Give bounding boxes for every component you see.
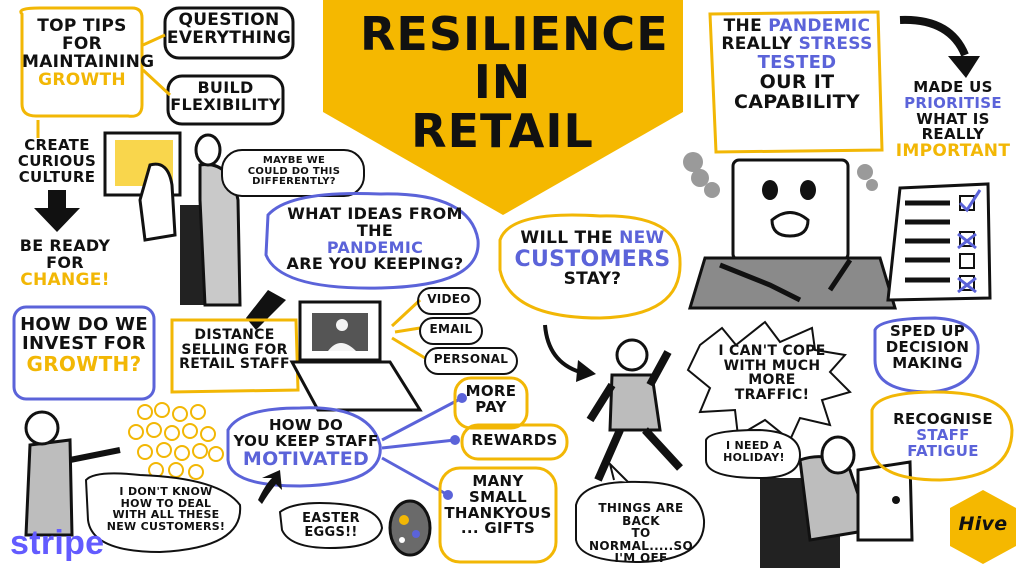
hive-logo-shape bbox=[950, 490, 1016, 564]
more-pay-bubble bbox=[453, 376, 529, 430]
prioritise-important: IMPORTANT bbox=[895, 141, 1011, 161]
pandemic-stress-line1: THE PANDEMIC bbox=[723, 16, 871, 36]
hive-logo: Hive bbox=[958, 513, 1008, 535]
motivated-line1: HOW DO YOU KEEP STAFF bbox=[233, 416, 379, 450]
distance-selling-label: DISTANCE SELLING FOR RETAIL STAFF bbox=[179, 327, 290, 373]
channel-email: EMAIL bbox=[429, 322, 473, 336]
prioritise-made-us: MADE US bbox=[913, 78, 993, 96]
question-everything-bubble bbox=[163, 6, 295, 60]
back-to-normal-label: THINGS ARE BACK TO NORMAL.....SO I'M OFF bbox=[589, 501, 693, 566]
what-ideas-line3: ARE YOU KEEPING? bbox=[286, 254, 464, 274]
maybe-differently-label: MAYBE WE COULD DO THIS DIFFERENTLY? bbox=[247, 155, 341, 187]
arrow-icon bbox=[246, 290, 286, 330]
crowd-icon bbox=[128, 402, 224, 480]
stress-word: STRESS bbox=[798, 33, 873, 54]
tips-connectors bbox=[141, 33, 172, 97]
pandemic-stress-box bbox=[708, 10, 884, 154]
motivated-text: HOW DO YOU KEEP STAFF MOTIVATED bbox=[230, 416, 382, 470]
new-customers-stay: STAY? bbox=[563, 268, 622, 289]
monitor-icon-2 bbox=[856, 460, 914, 542]
it-capability-label: OUR IT CAPABILITY bbox=[734, 70, 860, 113]
cant-cope-label: I CAN'T COPE WITH MUCH MORE TRAFFIC! bbox=[718, 343, 826, 404]
dont-know-label: I DON'T KNOW HOW TO DEAL WITH ALL THESE … bbox=[106, 485, 226, 533]
build-flexibility-bubble bbox=[166, 74, 285, 126]
what-ideas-pandemic: PANDEMIC bbox=[326, 237, 424, 257]
question-everything-label: QUESTION EVERYTHING bbox=[166, 10, 292, 48]
channel-video: VIDEO bbox=[427, 292, 471, 306]
tested-word: TESTED bbox=[757, 51, 837, 73]
maybe-differently-bubble bbox=[221, 149, 365, 197]
email-pill bbox=[419, 317, 483, 345]
need-holiday-label: I NEED A HOLIDAY! bbox=[723, 439, 785, 464]
new-customers-will-the: WILL THE NEW bbox=[520, 228, 665, 248]
motivated-bubble bbox=[226, 406, 382, 488]
prioritise-text: MADE US PRIORITISE WHAT IS REALLY IMPORT… bbox=[890, 78, 1016, 161]
rewards-bubble bbox=[460, 423, 569, 461]
recognise-bubble bbox=[870, 390, 1014, 482]
prioritise-what: WHAT IS REALLY bbox=[916, 109, 990, 144]
top-tips-bubble bbox=[19, 6, 144, 118]
invest-label: HOW DO WE INVEST FOR bbox=[20, 314, 148, 354]
reward-thankyous: MANY SMALL THANKYOUS ... GIFTS bbox=[444, 472, 552, 538]
stressed-computer-icon bbox=[731, 158, 850, 262]
build-flexibility-label: BUILD FLEXIBILITY bbox=[170, 78, 281, 114]
easter-egg-icon bbox=[388, 499, 432, 557]
recognise-text: RECOGNISE STAFF FATIGUE bbox=[875, 410, 1011, 460]
what-ideas-text: WHAT IDEAS FROM THE PANDEMIC ARE YOU KEE… bbox=[270, 204, 480, 274]
need-holiday-bubble bbox=[705, 428, 802, 480]
seated-person-icon bbox=[138, 162, 177, 242]
be-ready-text: BE READY FOR CHANGE! bbox=[10, 236, 120, 290]
speaker-person-icon bbox=[24, 438, 74, 537]
sped-up-bubble bbox=[873, 316, 980, 394]
new-customers-text: WILL THE NEW CUSTOMERS STAY? bbox=[505, 228, 680, 289]
be-ready-change: CHANGE! bbox=[20, 269, 110, 290]
sped-up-label: SPED UP DECISION MAKING bbox=[885, 322, 970, 372]
pandemic-word: PANDEMIC bbox=[768, 16, 871, 36]
new-customers-new: NEW bbox=[619, 228, 665, 248]
curved-arrow-icon bbox=[948, 56, 980, 78]
back-to-normal-bubble bbox=[575, 480, 706, 564]
easter-eggs-bubble bbox=[278, 502, 384, 550]
recognise-fatigue: STAFF FATIGUE bbox=[907, 425, 979, 460]
reward-rewards: REWARDS bbox=[471, 431, 558, 449]
create-curious-culture-label: CREATE CURIOUS CULTURE bbox=[17, 136, 97, 186]
title-banner-shape bbox=[323, 0, 683, 215]
cant-cope-burst bbox=[686, 320, 852, 442]
stripe-logo: stripe bbox=[10, 524, 105, 562]
invest-growth: GROWTH? bbox=[26, 351, 142, 376]
what-ideas-line1: WHAT IDEAS FROM THE bbox=[287, 204, 463, 240]
arrow-icon-2 bbox=[576, 360, 596, 382]
page-title: RESILIENCE IN RETAIL bbox=[360, 7, 669, 158]
invest-text: HOW DO WE INVEST FOR GROWTH? bbox=[14, 314, 154, 376]
what-ideas-bubble bbox=[264, 192, 480, 290]
invest-bubble bbox=[12, 305, 156, 401]
channel-personal: PERSONAL bbox=[433, 352, 509, 366]
top-tips-text: TOP TIPS FOR MAINTAINING GROWTH bbox=[22, 16, 155, 90]
distance-selling-box bbox=[170, 318, 300, 394]
thankyous-bubble bbox=[438, 466, 558, 564]
dont-know-bubble bbox=[84, 472, 242, 554]
be-ready-label: BE READY FOR bbox=[19, 236, 111, 272]
easter-eggs-label: EASTER EGGS!! bbox=[302, 511, 360, 540]
personal-pill bbox=[424, 347, 518, 375]
pandemic-stress-text: THE PANDEMIC REALLY STRESS TESTED OUR IT… bbox=[712, 16, 882, 113]
pandemic-stress-line2: REALLY STRESS bbox=[721, 33, 873, 54]
prioritise-word: PRIORITISE bbox=[904, 93, 1002, 112]
down-arrow-icon bbox=[34, 190, 80, 232]
new-customers-bubble bbox=[498, 213, 682, 320]
motivated-word: MOTIVATED bbox=[242, 447, 370, 470]
recognise-label: RECOGNISE bbox=[893, 410, 993, 428]
video-pill bbox=[417, 287, 481, 315]
new-customers-word: CUSTOMERS bbox=[514, 246, 671, 272]
top-tips-growth: GROWTH bbox=[38, 69, 126, 90]
walking-woman-icon bbox=[615, 338, 649, 372]
reward-more-pay: MORE PAY bbox=[465, 382, 517, 416]
top-tips-heading: TOP TIPS FOR MAINTAINING bbox=[22, 16, 155, 72]
